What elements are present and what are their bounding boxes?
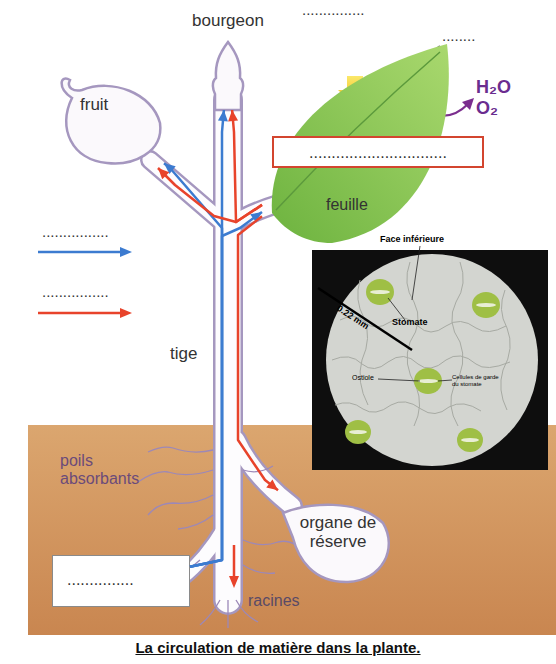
arrow-head [250, 212, 262, 223]
node-text: ............... [67, 571, 134, 589]
stomata [345, 279, 500, 452]
bud-node: bourgeon [183, 12, 273, 110]
bud-shape [213, 42, 243, 110]
part-label: Stomate [392, 318, 428, 328]
storage-branch-outline [236, 440, 292, 506]
node-text: organe de réserve [288, 514, 388, 551]
root-hair [243, 540, 300, 548]
arrow-head [158, 168, 169, 179]
arrow-head [266, 480, 278, 491]
cell-wall [451, 262, 463, 426]
node-text: ............................... [274, 144, 482, 162]
sap-connector [164, 163, 222, 567]
figure-caption: La circulation de matière dans la plante… [0, 640, 556, 657]
legend-text: ................ [42, 284, 109, 301]
root-hair [243, 565, 275, 573]
ostiole [461, 438, 479, 442]
root-sap-arrow [229, 545, 239, 588]
micrograph-frame [312, 250, 548, 470]
petiole [236, 204, 278, 222]
fruit-node: fruit [52, 68, 164, 168]
arrow-head [164, 163, 176, 174]
plant-tubes [150, 100, 292, 600]
arrow-head [120, 308, 132, 318]
fruit-branch [150, 160, 222, 222]
ostiole [349, 430, 367, 434]
part-label: racines [248, 592, 300, 610]
cell-wall [358, 280, 368, 405]
fruit-branch-outline [150, 160, 222, 222]
root-hair [148, 495, 213, 515]
storage-organ-node: organe de réserve [278, 488, 396, 586]
node-text: bourgeon [183, 12, 273, 31]
fruit-node-outline [52, 68, 164, 168]
legend-line [38, 312, 122, 315]
leader-line [388, 298, 405, 320]
ostiole [370, 290, 390, 294]
leaf-shape [272, 44, 449, 243]
part-label: poils absorbants [60, 452, 150, 487]
legend-arrows [38, 247, 132, 318]
blank-label: ............... [302, 2, 365, 19]
petiole-outline [236, 204, 278, 222]
sap-connector [238, 216, 278, 490]
microscope-field [326, 254, 538, 466]
sap-connector [232, 110, 262, 222]
node-text: fruit [80, 96, 108, 115]
cell-wall [501, 290, 510, 410]
cell-wall [407, 262, 420, 426]
root-hair [200, 600, 220, 625]
part-label: Ostiole [352, 374, 374, 382]
arrow-head [120, 247, 132, 257]
arrow-head [462, 98, 474, 110]
root-hair [138, 470, 213, 482]
leaf-midrib [276, 52, 440, 210]
blank-label: ........ [442, 28, 475, 45]
legend-text: ................ [42, 224, 109, 241]
sap-connector [190, 212, 262, 567]
epidermis-cells [332, 262, 510, 426]
ostiole [418, 379, 438, 383]
gas-label: O₂ [476, 99, 498, 119]
root-hair [243, 466, 273, 472]
sap-connector [158, 168, 262, 222]
legend-line [38, 251, 122, 254]
root-hair [148, 447, 213, 452]
root-hair [178, 515, 213, 529]
stoma [472, 292, 500, 318]
ostiole [476, 303, 496, 307]
cell-wall [335, 402, 481, 414]
leader-line [412, 246, 420, 300]
stoma [457, 428, 483, 452]
leader-line [378, 379, 420, 381]
sap-connector [190, 110, 224, 567]
micrograph [312, 246, 548, 470]
answer-box: ............... [52, 555, 190, 607]
fruit-shape [62, 79, 161, 164]
part-label: tige [170, 345, 197, 364]
cell-wall [332, 356, 510, 369]
stoma [366, 279, 394, 305]
arrow-head [229, 576, 239, 588]
stoma [345, 420, 371, 444]
leader-line [438, 380, 452, 381]
leader-lines [378, 246, 452, 381]
node-text: feuille [326, 196, 368, 214]
sap-line [233, 545, 236, 578]
part-label: Cellules de garde du stomate [452, 374, 507, 387]
arrow-head [218, 110, 228, 121]
gas-label: H₂O [476, 78, 511, 98]
arrow-head [228, 110, 238, 121]
root-hair [227, 600, 228, 628]
storage-branch [236, 440, 292, 506]
micrograph-title: Face inférieure [380, 235, 444, 245]
answer-box: ............................... [272, 136, 484, 168]
storage-organ-shape [283, 505, 389, 582]
